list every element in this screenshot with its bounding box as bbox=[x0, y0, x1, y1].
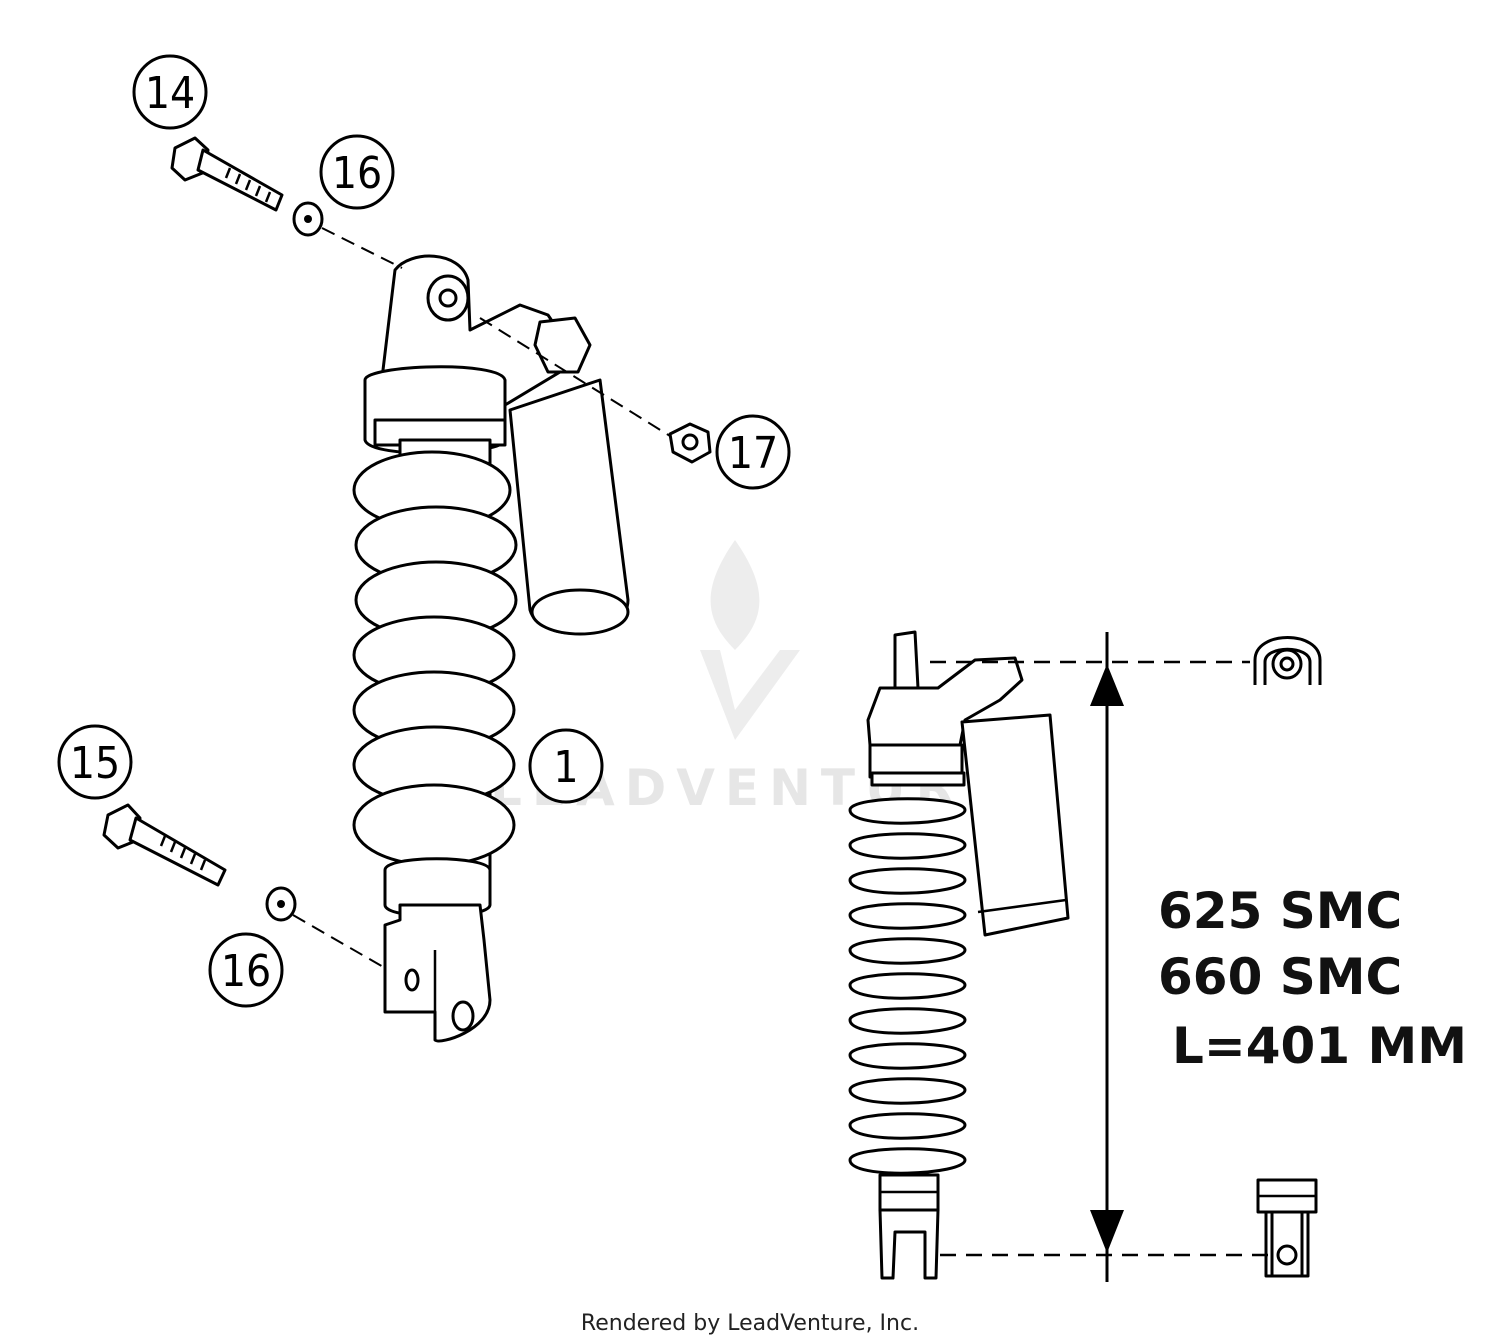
shock-absorber-exploded bbox=[352, 254, 630, 1043]
callout-17: 17 bbox=[715, 414, 791, 490]
callout-17-label: 17 bbox=[728, 428, 778, 479]
spec-line-2: 660 SMC bbox=[1158, 948, 1402, 1006]
callout-15: 15 bbox=[57, 724, 133, 800]
bolt-14 bbox=[170, 136, 284, 212]
watermark-logo-icon bbox=[700, 540, 800, 740]
spec-line-1: 625 SMC bbox=[1158, 882, 1402, 940]
callout-16-bottom-label: 16 bbox=[221, 946, 271, 997]
callout-14-label: 14 bbox=[145, 68, 195, 119]
callout-15-label: 15 bbox=[70, 738, 120, 789]
nut-17 bbox=[668, 422, 712, 464]
callout-16-top-label: 16 bbox=[332, 148, 382, 199]
callout-16-bottom: 16 bbox=[208, 932, 284, 1008]
callout-1-label: 1 bbox=[553, 742, 578, 793]
callout-16-top: 16 bbox=[319, 134, 395, 210]
dimension-arrow-bottom-icon bbox=[1090, 1210, 1124, 1253]
washer-16-bottom bbox=[265, 886, 297, 922]
bottom-clevis-detail bbox=[1256, 1178, 1318, 1278]
spec-label: 625 SMC 660 SMC L=401 MM bbox=[1158, 882, 1467, 1075]
dimension-arrow-top-icon bbox=[1090, 664, 1124, 706]
spec-line-3: L=401 MM bbox=[1172, 1017, 1467, 1075]
callout-14: 14 bbox=[132, 54, 208, 130]
bolt-15 bbox=[102, 803, 227, 887]
footer-credit: Rendered by LeadVenture, Inc. bbox=[581, 1311, 919, 1336]
dimension-line bbox=[930, 632, 1270, 1282]
side-spring-coils bbox=[848, 797, 967, 1175]
spring-coils bbox=[352, 450, 518, 867]
washer-16-top bbox=[292, 201, 324, 237]
top-eye-detail bbox=[1253, 636, 1322, 685]
callout-1: 1 bbox=[528, 728, 604, 804]
shock-absorber-side-view bbox=[848, 630, 1070, 1280]
